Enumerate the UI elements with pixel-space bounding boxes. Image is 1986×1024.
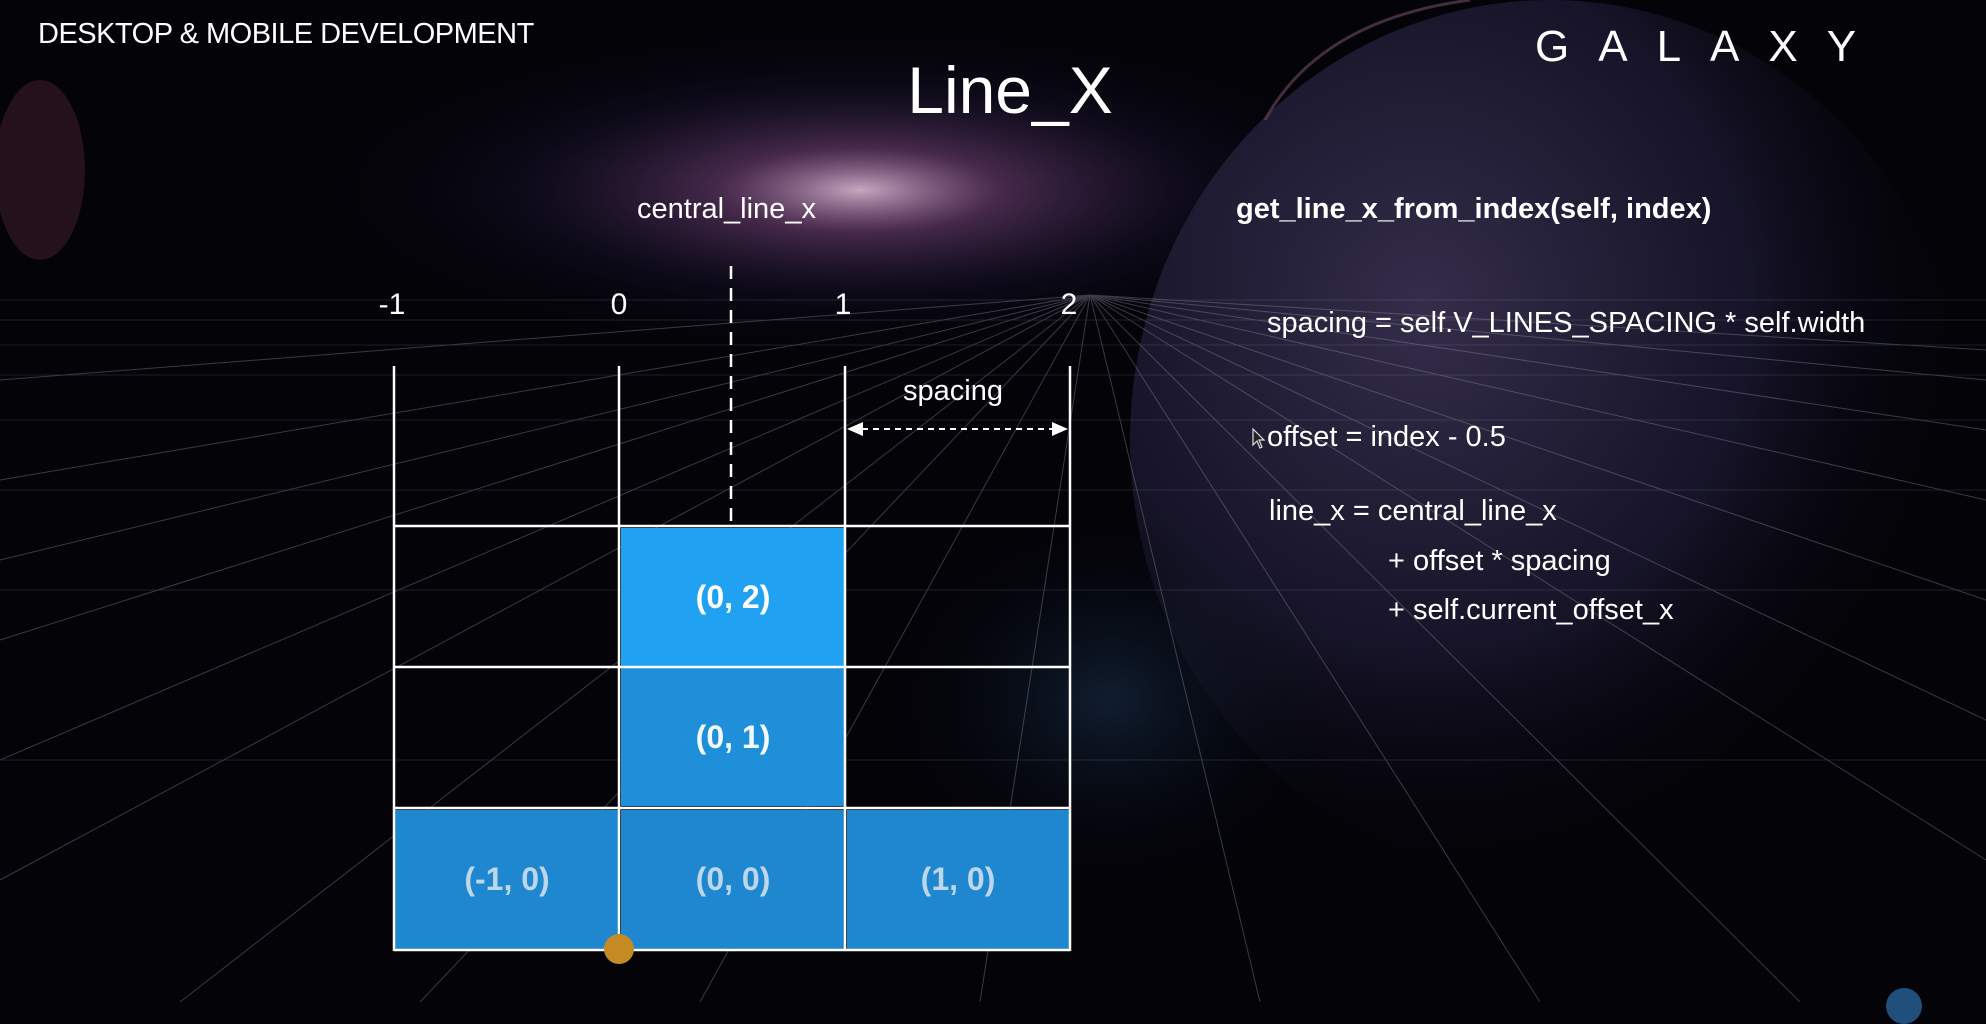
axis-label: 2	[1060, 288, 1078, 321]
brand-logo-text: GALAXY	[1535, 22, 1886, 71]
perspective-line	[1089, 294, 1541, 1002]
perspective-line	[0, 294, 1091, 481]
perspective-line	[0, 294, 1091, 561]
axis-label: -1	[378, 288, 406, 321]
perspective-line	[0, 294, 1091, 381]
perspective-line	[0, 294, 1091, 881]
tile-0-0: (0, 0)	[621, 810, 845, 949]
tile-neg1-0: (-1, 0)	[395, 810, 619, 949]
spacing-label: spacing	[903, 375, 1003, 407]
spacing-arrow-head-right	[1052, 422, 1068, 436]
code-line: spacing = self.V_LINES_SPACING * self.wi…	[1267, 307, 1866, 339]
perspective-line	[1089, 294, 1986, 351]
perspective-line	[1089, 294, 1986, 861]
spacing-arrow-head-left	[847, 422, 863, 436]
perspective-line	[1089, 294, 1986, 721]
central-line-label: central_line_x	[637, 193, 816, 225]
perspective-line	[1089, 294, 1986, 601]
perspective-line	[1089, 294, 1261, 1002]
axis-label: 1	[834, 288, 852, 321]
perspective-line	[1089, 294, 1986, 431]
slide-title: Line_X	[907, 53, 1113, 127]
code-line: line_x = central_line_x	[1269, 495, 1557, 527]
function-signature: get_line_x_from_index(self, index)	[1236, 193, 1712, 225]
perspective-line	[1089, 294, 1801, 1002]
tile-0-1: (0, 1)	[621, 668, 845, 806]
code-line: offset = index - 0.5	[1267, 421, 1506, 453]
lane-grid	[392, 266, 1072, 952]
code-line: + self.current_offset_x	[1388, 594, 1674, 626]
code-line: + offset * spacing	[1388, 545, 1611, 577]
header-caption: DESKTOP & MOBILE DEVELOPMENT	[38, 18, 534, 50]
tile-1-0: (1, 0)	[847, 810, 1069, 949]
tile-0-2: (0, 2)	[621, 528, 845, 666]
perspective-line	[0, 294, 1091, 761]
python-icon	[1886, 988, 1922, 1024]
perspective-line	[0, 294, 1091, 641]
perspective-line	[1089, 294, 1986, 381]
perspective-line	[1089, 294, 1986, 501]
mouse-cursor-icon	[1252, 428, 1266, 449]
origin-dot	[604, 934, 634, 964]
space-background	[0, 0, 1986, 1002]
axis-label: 0	[610, 288, 628, 321]
